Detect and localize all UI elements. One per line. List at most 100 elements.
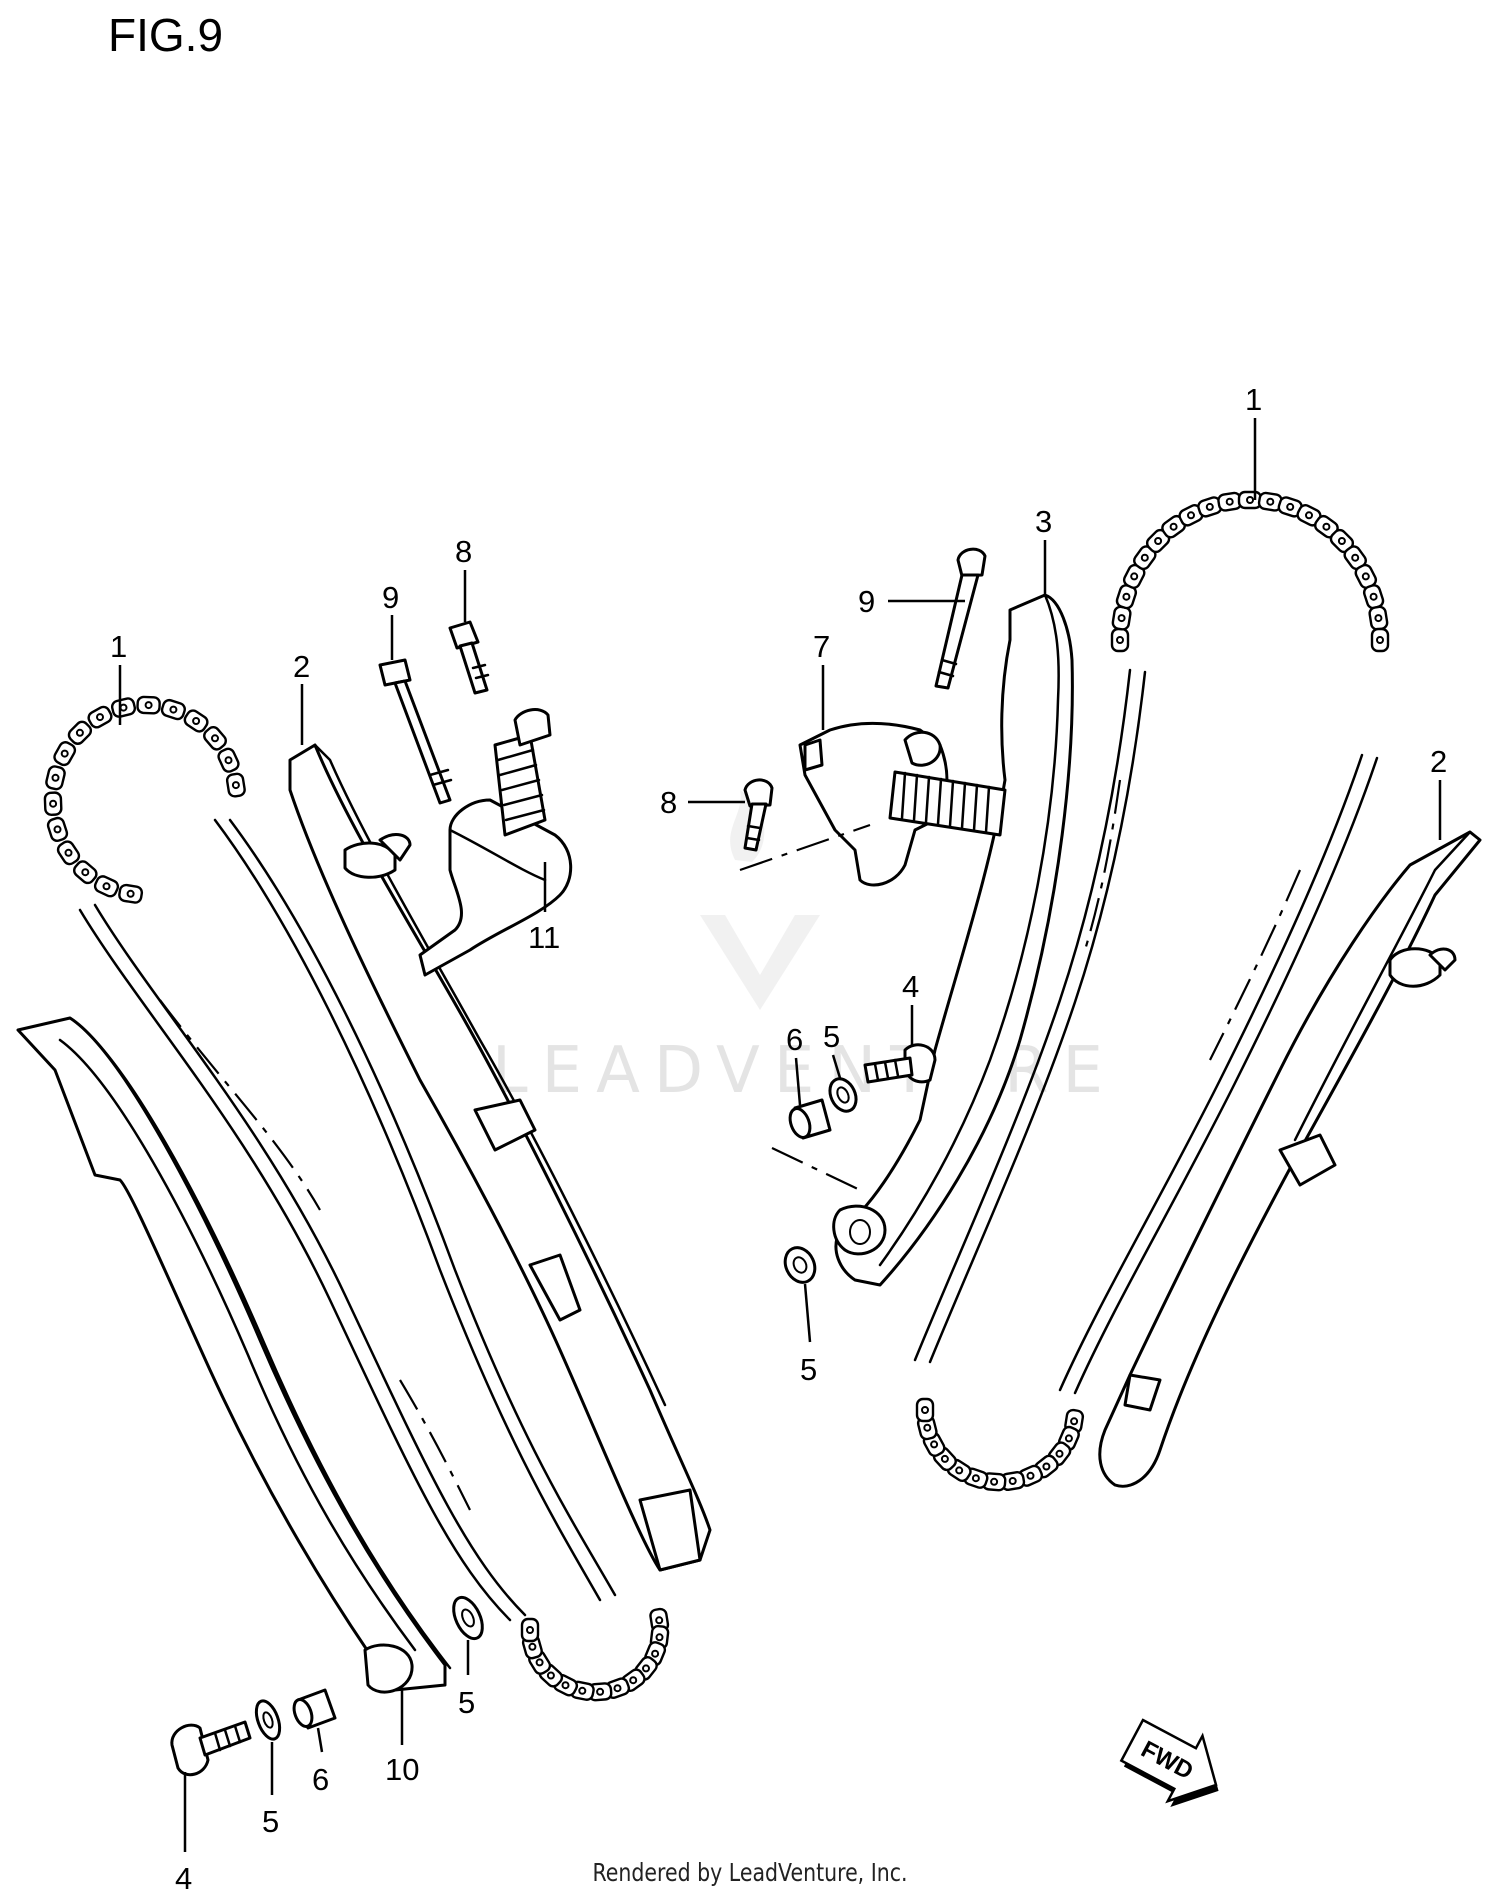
chain-pin xyxy=(169,705,178,714)
callout-1-left: 1 xyxy=(110,629,127,664)
chain-pin xyxy=(1266,497,1275,506)
chain-guide-right-tensioner xyxy=(832,593,1074,1287)
chain-link xyxy=(1362,584,1385,610)
callout-10: 10 xyxy=(385,1752,419,1787)
chain-pin xyxy=(1337,537,1346,545)
callout-1-right: 1 xyxy=(1245,382,1262,417)
callout-leaders xyxy=(118,418,1442,1852)
chain-pin xyxy=(1140,553,1149,562)
callout-2-right: 2 xyxy=(1430,744,1447,779)
cam-chain-left xyxy=(43,695,670,1702)
chain-link xyxy=(1110,627,1130,653)
bolt-4-right xyxy=(863,1043,937,1084)
chain-pin xyxy=(955,1466,964,1475)
callout-5-right-lower: 5 xyxy=(800,1352,817,1387)
callout-7: 7 xyxy=(813,629,830,664)
chain-tensioner-right xyxy=(798,721,1007,887)
chain-link xyxy=(53,741,77,767)
callout-9-right: 9 xyxy=(858,584,875,619)
chain-link xyxy=(136,695,161,715)
chain-pin xyxy=(642,1664,650,1673)
chain-pin xyxy=(1374,614,1383,623)
chain-pin xyxy=(1246,496,1254,504)
chain-pin xyxy=(1116,636,1124,644)
chain-pin xyxy=(526,1626,534,1634)
washer-5-bottom-left xyxy=(254,1699,282,1741)
chain-pin xyxy=(596,1687,605,1696)
chain-link xyxy=(1368,605,1389,631)
chain-pin xyxy=(53,825,62,834)
chain-link xyxy=(1111,605,1132,631)
chain-pin xyxy=(930,1440,939,1449)
callout-8-right: 8 xyxy=(660,785,677,820)
chain-pin xyxy=(144,701,153,710)
chain-pin xyxy=(1286,502,1295,511)
chain-pin xyxy=(629,1676,638,1685)
chain-pin xyxy=(1117,614,1126,623)
washer-5-center xyxy=(452,1595,484,1641)
washer-5-right-lower xyxy=(783,1246,817,1284)
chain-pin xyxy=(546,1671,555,1680)
chain-pin xyxy=(96,713,104,722)
callout-5-bottom-left: 5 xyxy=(262,1804,279,1839)
chain-link xyxy=(67,720,93,745)
chain-pin xyxy=(81,868,90,877)
chain-pin xyxy=(1154,537,1163,545)
chain-pin xyxy=(1122,592,1131,601)
chain-tensioner-left xyxy=(418,708,573,977)
chain-pin xyxy=(1008,1477,1017,1485)
chain-link xyxy=(56,840,81,866)
callout-5-right-upper: 5 xyxy=(823,1019,840,1054)
bolt-9-right xyxy=(934,547,987,690)
chain-guide-right-rear xyxy=(1098,830,1482,1488)
chain-pin xyxy=(211,734,219,743)
bolt-4-left xyxy=(170,1720,252,1777)
chain-pin xyxy=(655,1616,664,1625)
chain-pin xyxy=(192,717,201,725)
chain-pin xyxy=(561,1681,570,1690)
callout-3: 3 xyxy=(1035,504,1052,539)
chain-pin xyxy=(60,749,69,758)
chain-link xyxy=(915,1397,935,1423)
chain-pin xyxy=(655,1633,664,1642)
cam-chain-right xyxy=(913,490,1390,1492)
chain-pin xyxy=(1064,1434,1073,1443)
chain-pin xyxy=(126,889,135,898)
chain-pin xyxy=(921,1406,929,1414)
chain-guide-left-front xyxy=(16,1016,452,1694)
chain-pin xyxy=(1187,511,1195,520)
chain-pin xyxy=(578,1686,587,1695)
chain-link xyxy=(160,698,186,721)
chain-pin xyxy=(971,1474,980,1483)
chain-pin xyxy=(1225,497,1234,506)
chain-pin xyxy=(231,781,240,790)
chain-pin xyxy=(1205,502,1214,511)
chain-pin xyxy=(1322,522,1331,531)
fwd-arrow-icon: FWD xyxy=(1119,1718,1219,1808)
callout-6-left: 6 xyxy=(312,1762,329,1797)
chain-pin xyxy=(528,1642,537,1651)
chain-link xyxy=(203,725,227,751)
chain-pin xyxy=(940,1454,949,1463)
bolt-8-left xyxy=(448,620,490,695)
watermark-text: LEADVENTURE xyxy=(492,1034,1117,1108)
chain-pin xyxy=(1169,522,1178,531)
callout-4-right: 4 xyxy=(902,969,919,1004)
chain-link xyxy=(225,772,246,798)
chain-link xyxy=(217,747,240,773)
chain-link xyxy=(45,765,66,791)
chain-pin xyxy=(923,1423,932,1432)
callout-8-left: 8 xyxy=(455,534,472,569)
chain-link xyxy=(520,1617,540,1643)
chain-link xyxy=(87,705,113,729)
chain-pin xyxy=(102,882,111,891)
bolt-9-left xyxy=(378,658,453,805)
chain-pin xyxy=(990,1477,999,1486)
chain-pin xyxy=(75,728,84,737)
collar-6-left xyxy=(292,1688,337,1730)
chain-link xyxy=(118,883,144,904)
chain-pin xyxy=(651,1649,660,1658)
chain-pin xyxy=(49,799,58,808)
collar-6-right xyxy=(771,1098,861,1191)
chain-link xyxy=(110,697,137,718)
